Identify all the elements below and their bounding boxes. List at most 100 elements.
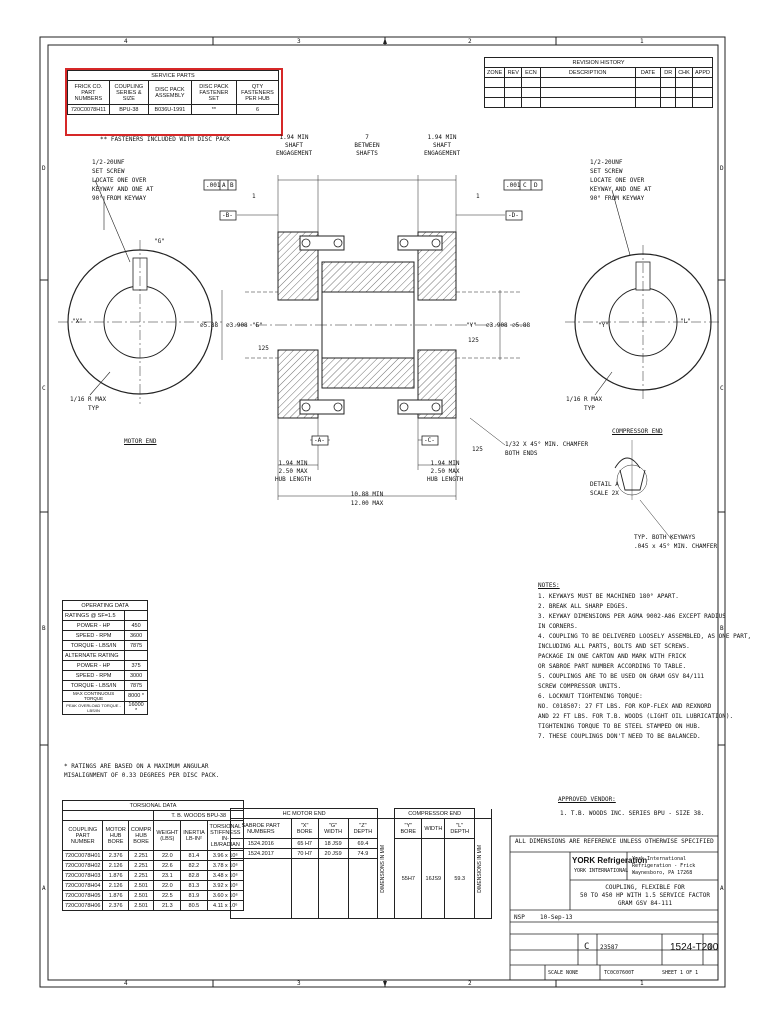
header-cell: INERTIA LB-IN² bbox=[180, 820, 208, 851]
drawn-date: 10-Sep-13 bbox=[540, 914, 573, 921]
zone-bottom-2: 2 bbox=[468, 980, 472, 987]
hub-length-left: 1.94 MIN 2.50 MAX HUB LENGTH bbox=[268, 460, 318, 484]
table-row: 1524.2016 65 H7 18 JS9 69.4 55H7 16JS9 5… bbox=[230, 838, 492, 919]
chamfer-note: 1/32 X 45° MIN. CHAMFER BOTH ENDS bbox=[505, 440, 588, 458]
header-cell: ECN bbox=[521, 67, 541, 78]
dim-line: ENGAGEMENT bbox=[423, 150, 461, 157]
table-cell: TORQUE - LBS/IN bbox=[61, 680, 126, 691]
note-line: TIGHTENING TORQUE TO BE STEEL STAMPED ON… bbox=[538, 723, 701, 730]
datum-b: -B- bbox=[222, 212, 233, 219]
dim-line: SHAFTS bbox=[356, 150, 378, 157]
note-line: AND 22 FT LBS. FOR T.B. WOODS (LIGHT OIL… bbox=[538, 713, 734, 720]
note-line: 7. THESE COUPLINGS DON'T NEED TO BE BALA… bbox=[538, 733, 701, 740]
dim-line: TYP bbox=[88, 405, 99, 412]
zone-top-1: 1 bbox=[640, 38, 644, 45]
table-cell: 20 JS9 bbox=[317, 848, 349, 859]
dim-line: 1/16 R MAX bbox=[566, 396, 603, 403]
table-cell: MAX CONTINUOUS TORQUE bbox=[61, 690, 126, 702]
left-setscrew-callout: 1/2-20UNF SET SCREW LOCATE ONE OVER KEYW… bbox=[92, 158, 153, 203]
fscm-number: 23587 bbox=[600, 944, 619, 951]
dim-line: HUB LENGTH bbox=[426, 476, 464, 483]
zone-top-3: 3 bbox=[297, 38, 301, 45]
note-line: IN CORNERS. bbox=[538, 623, 578, 630]
zone-bottom-4: 4 bbox=[124, 980, 128, 987]
r125-right: 125 bbox=[468, 337, 479, 344]
title-line: GRAM GSV 84-111 bbox=[617, 900, 673, 907]
file-ref: TC0C07600T bbox=[604, 970, 635, 976]
notes-title: NOTES: bbox=[538, 582, 560, 589]
r125-left: 125 bbox=[258, 345, 269, 352]
dia-left-inner: ⌀3.908 bbox=[226, 322, 248, 329]
dim-line: HUB LENGTH bbox=[274, 476, 312, 483]
zone-left-b: B bbox=[42, 625, 46, 632]
address-line: Refrigeration - Frick bbox=[632, 863, 696, 869]
callout-line: 1/2-20UNF bbox=[92, 159, 125, 166]
dimension-note: ALL DIMENSIONS ARE REFERENCE UNLESS OTHE… bbox=[515, 838, 714, 845]
york-logo-sub: YORK INTERNATIONAL bbox=[574, 868, 629, 874]
table-cell: 720C0078H11 bbox=[67, 104, 110, 115]
table-cell: 450 bbox=[124, 620, 148, 631]
table-cell: 2.251 bbox=[127, 870, 155, 881]
dim-line: BOTH ENDS bbox=[505, 450, 538, 457]
approved-vendor-title: APPROVED VENDOR: bbox=[558, 796, 616, 803]
tolerance-right-ref-c: C bbox=[523, 182, 527, 189]
header-cell: ZONE bbox=[483, 67, 506, 78]
york-logo: YORK Refrigeration bbox=[572, 856, 648, 865]
bore-label: "Б" bbox=[252, 322, 263, 329]
note-line: 2. BREAK ALL SHARP EDGES. bbox=[538, 603, 629, 610]
label-y-right: "Y" bbox=[598, 322, 609, 329]
table-cell: SPEED - RPM bbox=[61, 630, 126, 641]
table-cell: ** bbox=[190, 104, 237, 115]
table-cell: 80.5 bbox=[180, 900, 208, 911]
zone-top-4: 4 bbox=[124, 38, 128, 45]
table-cell: 22.0 bbox=[153, 850, 182, 861]
table-cell: 3000 bbox=[124, 670, 148, 681]
notes-list: 1. KEYWAYS MUST BE MACHINED 180° APART. … bbox=[538, 592, 751, 742]
table-cell: B036U-1991 bbox=[147, 104, 192, 115]
table-cell: 82.8 bbox=[180, 870, 208, 881]
radius-left: 1/16 R MAX TYP bbox=[70, 395, 106, 413]
header-cell: "X" BORE bbox=[290, 818, 319, 839]
header-cell: "G" WIDTH bbox=[317, 818, 349, 839]
table-cell: 22.5 bbox=[153, 890, 182, 901]
header-cell: "Y" BORE bbox=[394, 818, 423, 839]
operating-data-table: OPERATING DATA RATINGS @ SF=1.5 POWER - … bbox=[61, 600, 148, 715]
address-line: York International bbox=[632, 856, 687, 862]
revision-history-title: REVISION HISTORY bbox=[484, 57, 713, 68]
callout-line: KEYWAY AND ONE AT bbox=[590, 186, 652, 193]
motor-end-label: MOTOR END bbox=[124, 438, 157, 445]
table-cell: 720C0078H01 bbox=[61, 850, 104, 861]
dim-line: SCALE 2X bbox=[590, 490, 619, 497]
table-cell bbox=[124, 650, 148, 661]
zone-right-b: B bbox=[720, 625, 724, 632]
compressor-end-label: COMPRESSOR END bbox=[612, 428, 663, 435]
service-parts-title: SERVICE PARTS bbox=[67, 70, 279, 81]
header-cell: REV bbox=[504, 67, 523, 78]
scale: SCALE NONE bbox=[548, 970, 579, 976]
dim-line: 2.50 MAX bbox=[278, 468, 308, 475]
table-cell: 8000 * bbox=[124, 690, 148, 702]
revision-number: 0 bbox=[707, 943, 712, 952]
datum-a: -A- bbox=[314, 437, 325, 444]
table-cell: 1.876 bbox=[102, 890, 129, 901]
header-cell: DR bbox=[660, 67, 677, 78]
dim-line: BETWEEN bbox=[354, 142, 380, 149]
header-cell: APPD bbox=[691, 67, 714, 78]
table-cell: 720C0078H05 bbox=[61, 890, 104, 901]
dim-line: 10.88 MIN bbox=[350, 491, 384, 498]
service-parts-table: SERVICE PARTS FRICK CO. PART NUMBERS COU… bbox=[67, 70, 280, 115]
dim-line: 7 bbox=[365, 134, 369, 141]
table-cell: 21.3 bbox=[153, 900, 182, 911]
r125-bottom: 125 bbox=[472, 446, 483, 453]
header-cell: DISC PACK ASSEMBLY bbox=[147, 80, 192, 105]
table-cell: 720C0078H03 bbox=[61, 870, 104, 881]
table-cell: TORQUE - LBS/IN bbox=[61, 640, 126, 651]
dim-line: SHAFT bbox=[284, 142, 304, 149]
vertical-units-label: DIMENSIONS IN MM bbox=[380, 844, 387, 893]
sheet-size: C bbox=[584, 942, 590, 952]
note-line: PACKAGE IN ONE CARTON AND MARK WITH FRIC… bbox=[538, 653, 687, 660]
detail-a-label: DETAIL A SCALE 2X bbox=[590, 480, 619, 498]
note-line: 3. KEYWAY DIMENSIONS PER AGMA 9002-A86 E… bbox=[538, 613, 726, 620]
one-left: 1 bbox=[252, 193, 256, 200]
table-cell: 70 H7 bbox=[290, 848, 319, 859]
